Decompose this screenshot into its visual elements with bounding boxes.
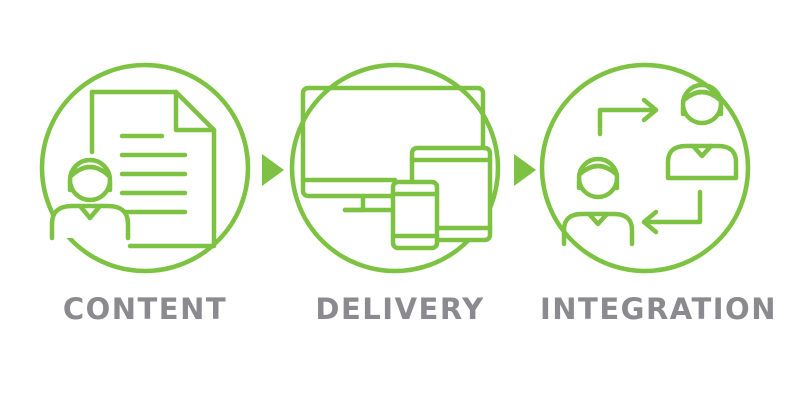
- arrow-right-icon: [514, 154, 536, 186]
- step-integration-circle: [539, 62, 751, 274]
- step-label-content: CONTENT: [62, 292, 228, 326]
- step-label-delivery: DELIVERY: [315, 292, 485, 326]
- arrow-right-icon: [262, 154, 284, 186]
- step-delivery: [289, 62, 501, 274]
- people-exchange-icon: [561, 82, 739, 247]
- step-content-circle: [39, 62, 251, 274]
- step-delivery-circle: [289, 62, 501, 274]
- step-content: [39, 62, 251, 274]
- step-integration: [539, 62, 751, 274]
- document-with-person-icon: [49, 89, 217, 249]
- devices-icon: [300, 85, 493, 251]
- step-label-integration: INTEGRATION: [540, 292, 777, 326]
